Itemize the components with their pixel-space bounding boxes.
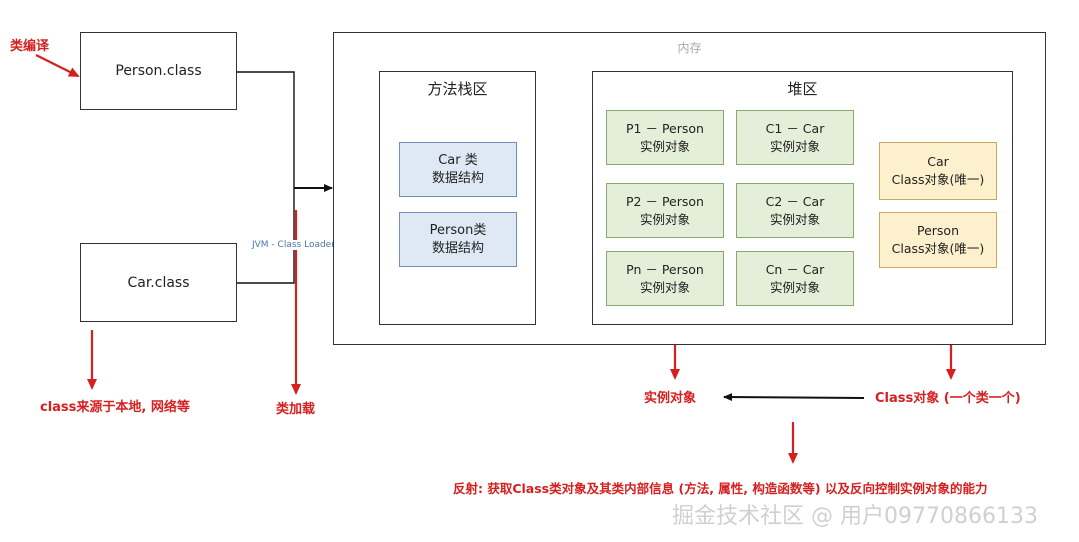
instance-desc: 实例对象 — [639, 138, 690, 154]
instance-name: P2 － Person — [626, 193, 704, 209]
car-class-label: Car.class — [127, 274, 190, 291]
class-loader-label: JVM - Class Loader — [252, 240, 335, 250]
instance-p2: P2 － Person 实例对象 — [606, 183, 724, 238]
reflection-description: 反射: 获取Class类对象及其类内部信息 (方法, 属性, 构造函数等) 以及… — [453, 481, 988, 496]
car-class-structure: Car 类数据结构 — [399, 142, 517, 197]
compile-label: 类编译 — [10, 39, 50, 54]
class-object-name: Person — [916, 223, 959, 238]
person-class-structure: Person类数据结构 — [399, 212, 517, 267]
source-label: class来源于本地, 网络等 — [40, 400, 190, 415]
class-object-label: Class对象 (一个类一个) — [875, 391, 1021, 406]
instance-cn: Cn － Car 实例对象 — [736, 251, 854, 306]
class-object-desc: Class对象(唯一) — [891, 172, 985, 187]
class-object-desc: Class对象(唯一) — [891, 241, 985, 256]
instance-desc: 实例对象 — [639, 279, 690, 295]
method-area-title: 方法栈区 — [427, 80, 488, 98]
instance-c1: C1 － Car 实例对象 — [736, 110, 854, 165]
method-area: 方法栈区 — [379, 71, 536, 325]
class-to-instance-arrow — [723, 393, 865, 402]
heap-title: 堆区 — [787, 80, 818, 98]
instance-pn: Pn － Person 实例对象 — [606, 251, 724, 306]
structure-name: Car 类 — [438, 152, 478, 168]
person-class-file: Person.class — [80, 32, 237, 110]
instance-object-label: 实例对象 — [644, 391, 697, 406]
car-class-file: Car.class — [80, 243, 237, 322]
instance-desc: 实例对象 — [639, 211, 690, 227]
person-class-connector — [236, 71, 295, 188]
instance-desc: 实例对象 — [769, 279, 820, 295]
instance-name: C1 － Car — [765, 120, 825, 136]
compile-arrow — [35, 54, 80, 77]
instance-desc: 实例对象 — [769, 138, 820, 154]
car-class-connector — [236, 188, 295, 284]
instance-desc: 实例对象 — [769, 211, 820, 227]
structure-desc: 数据结构 — [431, 240, 484, 256]
instance-p1: P1 － Person 实例对象 — [606, 110, 724, 165]
person-class-label: Person.class — [115, 63, 202, 79]
instance-name: P1 － Person — [626, 120, 704, 136]
memory-title: 内存 — [677, 41, 702, 55]
class-object-name: Car — [927, 154, 949, 169]
class-load-label: 类加载 — [276, 402, 316, 417]
structure-desc: 数据结构 — [431, 170, 484, 186]
structure-name: Person类 — [429, 222, 487, 238]
instance-name: C2 － Car — [765, 193, 825, 209]
instance-name: Cn － Car — [765, 261, 825, 277]
watermark: 掘金技术社区 @ 用户09770866133 — [672, 504, 1038, 529]
instance-c2: C2 － Car 实例对象 — [736, 183, 854, 238]
instance-name: Pn － Person — [626, 261, 704, 277]
